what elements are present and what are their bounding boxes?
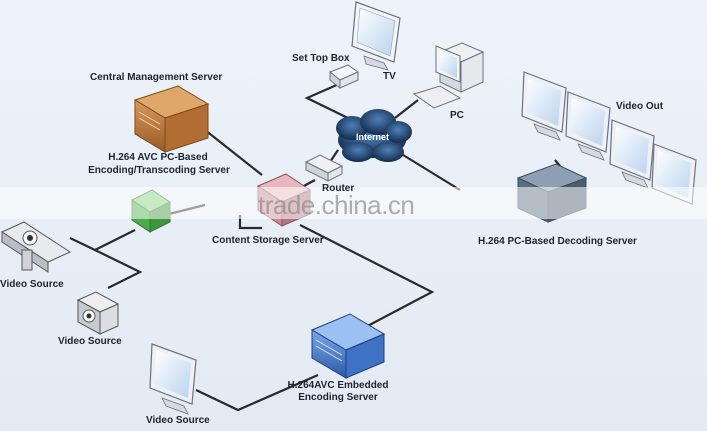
link-cms-storage	[204, 129, 263, 176]
central-management-server-icon	[133, 85, 210, 153]
video-out-monitors	[521, 71, 697, 205]
embedded-server-label-line2: Encoding Server	[298, 392, 378, 403]
link-hub-cam2	[94, 249, 143, 289]
link-router-internet	[329, 149, 339, 163]
pc-icon	[412, 42, 485, 109]
watermark-band	[0, 187, 707, 219]
encoding-server-label-line1: H.264 AVC PC-Based	[108, 152, 208, 163]
monitor-icon	[609, 119, 655, 189]
internet-cloud-icon: Internet	[336, 109, 412, 162]
link-stb-internet	[304, 78, 353, 121]
pc-label: PC	[450, 110, 464, 121]
tv-monitor-icon	[351, 1, 401, 71]
link-internet-decoding	[394, 149, 461, 191]
router-icon	[304, 154, 344, 182]
camcorder-icon	[76, 291, 120, 335]
monitor-icon	[521, 71, 567, 141]
set-top-box-icon	[329, 64, 360, 90]
link-storage-embedded	[299, 224, 435, 331]
video-source-label-3: Video Source	[146, 415, 210, 426]
router-label: Router	[322, 183, 355, 194]
video-source-label-1: Video Source	[0, 279, 64, 290]
link-pc-internet	[394, 99, 419, 119]
video-out-label: Video Out	[616, 101, 664, 112]
set-top-box-label: Set Top Box	[292, 53, 350, 64]
internet-label: Internet	[356, 132, 389, 142]
embedded-encoding-server-icon	[310, 313, 386, 379]
video-source-monitor-icon	[149, 343, 197, 415]
encoding-server-label-line2: Encoding/Transcoding Server	[88, 165, 230, 176]
tv-label: TV	[383, 71, 396, 82]
camera-icon	[0, 221, 72, 273]
content-storage-server-label: Content Storage Server	[212, 235, 324, 246]
video-source-label-2: Video Source	[58, 336, 122, 347]
link-cam1-encoder	[69, 229, 136, 252]
central-management-server-label: Central Management Server	[90, 72, 223, 83]
watermark-text: trade.china.cn	[258, 190, 415, 220]
link-storage-left	[238, 215, 262, 230]
link-embedded-monitor	[195, 373, 319, 412]
decoding-server-label: H.264 PC-Based Decoding Server	[478, 236, 637, 247]
monitor-icon	[565, 91, 611, 161]
embedded-server-label-line1: H.264AVC Embedded	[287, 380, 389, 391]
